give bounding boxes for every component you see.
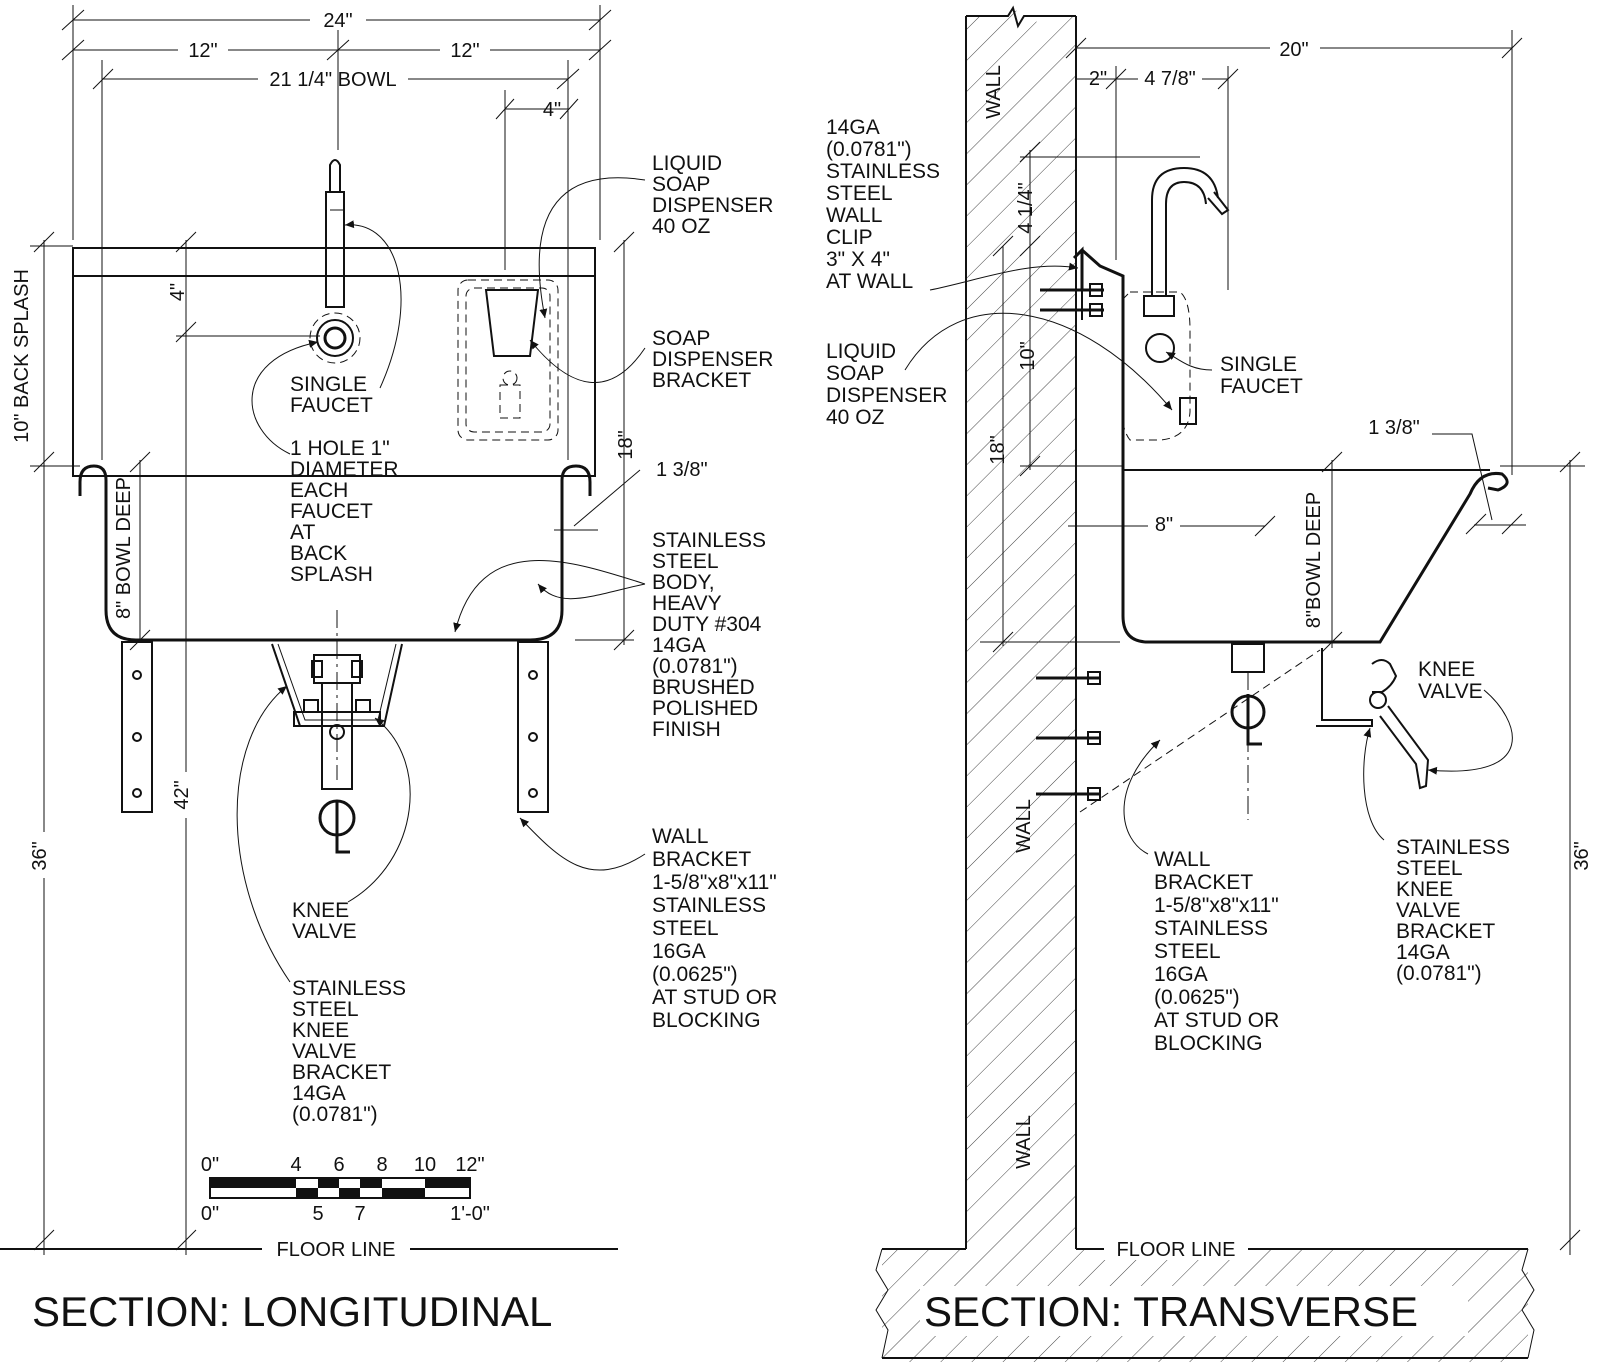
transverse-wall-clip xyxy=(1040,246,1104,317)
longitudinal-faucet xyxy=(309,159,361,364)
graphic-scale: 0" 4 6 8 10 12" 0" 5 7 1'-0" xyxy=(201,1154,490,1225)
dim-bowl-depth: 8" BOWL DEEP xyxy=(113,477,135,619)
label-wall-bracket-t: WALL BRACKET 1-5/8"x8"x11" STAINLESS STE… xyxy=(1154,848,1285,1055)
wall-label-bottom: WALL xyxy=(1013,1115,1035,1169)
dim-rim-height-t: 18" xyxy=(987,435,1009,464)
transverse-dimensions: 20" 2" 4 7/8" 4 1/4" 10" 18" xyxy=(980,30,1593,1255)
longitudinal-dimensions: 24" 12" 12" 21 1/4" BOWL 4" xyxy=(11,5,708,1255)
transverse-sink-body xyxy=(1081,248,1509,644)
dim-wall-gap: 2" xyxy=(1089,68,1107,90)
dim-rim-radius-t: 1 3/8" xyxy=(1368,417,1420,439)
transverse-floor-line: FLOOR LINE xyxy=(1104,1236,1248,1261)
dim-bowl-width: 21 1/4" BOWL xyxy=(269,69,396,91)
dim-rim-height: 18" xyxy=(615,430,637,459)
dim-overall-width: 24" xyxy=(323,10,352,32)
longitudinal-wall-brackets xyxy=(121,641,549,813)
dim-bowl-depth-t: 8"BOWL DEEP xyxy=(1303,492,1325,628)
longitudinal-soap-dispenser xyxy=(457,279,559,441)
transverse-drain xyxy=(1230,643,1266,820)
dim-faucet-reach: 4 7/8" xyxy=(1144,68,1196,90)
label-liquid-soap-dispenser-t: LIQUID SOAP DISPENSER 40 OZ xyxy=(826,340,953,429)
transverse-section: WALL WALL WALL 20" 2" 4 7/8" 4 1/4 xyxy=(826,5,1593,1362)
dim-backsplash: 10" BACK SPLASH xyxy=(11,269,33,443)
label-wall-clip: 14GA (0.0781") STAINLESS STEEL WALL CLIP… xyxy=(826,116,946,293)
dim-depth: 20" xyxy=(1279,39,1308,61)
dim-dispenser-offset: 4" xyxy=(543,99,561,121)
longitudinal-floor-label: FLOOR LINE xyxy=(277,1239,396,1261)
label-knee-valve-bracket-t: STAINLESS STEEL KNEE VALVE BRACKET 14GA … xyxy=(1396,836,1516,985)
dim-rim-to-floor: 36" xyxy=(29,841,51,870)
label-single-faucet-t: SINGLE FAUCET xyxy=(1220,353,1303,398)
transverse-knee-valve xyxy=(1316,648,1430,790)
transverse-leaders xyxy=(904,262,1513,855)
dim-rim-to-floor-t: 36" xyxy=(1571,841,1593,870)
scale-tick-8: 8 xyxy=(376,1154,387,1176)
transverse-faucet xyxy=(1121,166,1230,441)
scale-tick-0: 0" xyxy=(201,1154,219,1176)
dim-top-height: 42" xyxy=(171,780,193,809)
dim-clip-height: 4 1/4" xyxy=(1015,182,1037,234)
transverse-section-title: SECTION: TRANSVERSE xyxy=(924,1288,1418,1335)
wall-label-mid: WALL xyxy=(1013,799,1035,853)
label-knee-valve-bracket: STAINLESS STEEL KNEE VALVE BRACKET 14GA … xyxy=(292,977,412,1126)
scale-tick-6: 6 xyxy=(333,1154,344,1176)
dim-right-half: 12" xyxy=(450,40,479,62)
scale-tick-b7: 7 xyxy=(354,1203,365,1225)
dim-drain-offset: 8" xyxy=(1155,514,1173,536)
scale-tick-10: 10 xyxy=(414,1154,436,1176)
transverse-wall: WALL WALL WALL xyxy=(875,5,1535,1362)
wall-label-top: WALL xyxy=(983,65,1005,119)
label-knee-valve-t: KNEE VALVE xyxy=(1418,658,1483,703)
longitudinal-section: 24" 12" 12" 21 1/4" BOWL 4" xyxy=(0,5,783,1335)
scale-tick-4: 4 xyxy=(290,1154,301,1176)
scale-tick-b12: 1'-0" xyxy=(450,1203,490,1225)
longitudinal-leaders xyxy=(236,177,646,983)
dim-splash: 10" xyxy=(1017,341,1039,370)
scale-tick-b0: 0" xyxy=(201,1203,219,1225)
label-faucet-hole: 1 HOLE 1" DIAMETER EACH FAUCET AT BACK S… xyxy=(290,437,404,586)
transverse-bracket-screws xyxy=(1036,649,1321,813)
label-knee-valve: KNEE VALVE xyxy=(292,899,357,943)
dim-left-half: 12" xyxy=(188,40,217,62)
label-wall-bracket: WALL BRACKET 1-5/8"x8"x11" STAINLESS STE… xyxy=(652,825,783,1032)
label-soap-dispenser-bracket: SOAP DISPENSER BRACKET xyxy=(652,327,779,392)
transverse-floor-label: FLOOR LINE xyxy=(1117,1239,1236,1261)
dim-rim-radius: 1 3/8" xyxy=(656,459,708,481)
longitudinal-floor-line: FLOOR LINE xyxy=(0,1236,618,1261)
longitudinal-section-title: SECTION: LONGITUDINAL xyxy=(32,1288,552,1335)
label-liquid-soap-dispenser: LIQUID SOAP DISPENSER 40 OZ xyxy=(652,152,779,238)
scale-tick-b5: 5 xyxy=(312,1203,323,1225)
label-single-faucet: SINGLE FAUCET xyxy=(290,373,373,417)
scale-tick-12: 12" xyxy=(455,1154,484,1176)
dim-faucet-drop: 4" xyxy=(167,283,189,301)
longitudinal-sink-body xyxy=(72,247,596,642)
label-stainless-body: STAINLESS STEEL BODY, HEAVY DUTY #304 14… xyxy=(652,529,772,741)
longitudinal-centerline-symbol xyxy=(318,610,356,854)
